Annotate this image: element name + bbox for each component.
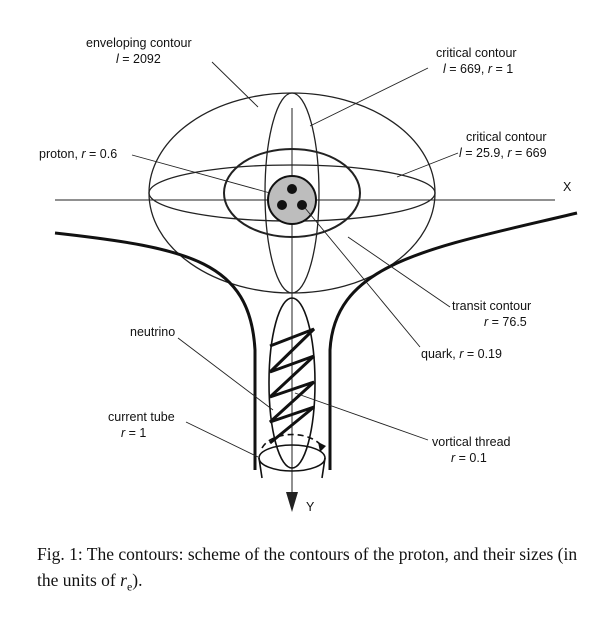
- quark-top: [287, 184, 297, 194]
- label-neutrino: neutrino: [130, 325, 175, 339]
- rotation-arrowhead: [318, 442, 326, 452]
- label-transit-name: transit contour: [452, 299, 531, 313]
- leader-critical-1: [309, 67, 429, 127]
- label-critical1-name: critical contour: [436, 46, 517, 60]
- label-critical1-value: l = 669, r = 1: [443, 62, 513, 76]
- critical-contour-vertical: [264, 92, 320, 294]
- label-proton: proton, r = 0.6: [39, 147, 117, 161]
- y-axis-arrowhead: [286, 492, 298, 512]
- tube-bottom-left-stub: [258, 457, 263, 479]
- current-tube-left-wall: [54, 231, 257, 470]
- leader-critical-2: [396, 152, 459, 178]
- leader-quark: [304, 207, 421, 348]
- transit-contour: [223, 148, 361, 238]
- label-enveloping-value: l = 2092: [116, 52, 161, 66]
- leader-current-tube: [185, 421, 259, 458]
- neutrino-capsule: [268, 297, 316, 469]
- label-vortical-thread-name: vortical thread: [432, 435, 511, 449]
- figure-caption: Fig. 1: The contours: scheme of the cont…: [37, 541, 582, 600]
- label-quark: quark, r = 0.19: [421, 347, 502, 361]
- tube-bottom-right-stub: [321, 457, 326, 479]
- leader-vortical-thread: [294, 392, 429, 441]
- label-enveloping-name: enveloping contour: [86, 36, 192, 50]
- quark-right: [297, 200, 307, 210]
- label-y-axis: Y: [306, 500, 315, 514]
- caption-tail: ).: [132, 570, 143, 590]
- proton-body: [267, 175, 317, 225]
- label-current-tube-name: current tube: [108, 410, 175, 424]
- quark-left: [277, 200, 287, 210]
- label-current-tube-value: r = 1: [121, 426, 146, 440]
- leader-proton: [131, 154, 271, 194]
- caption-lead: Fig. 1: The contours: scheme of the cont…: [37, 544, 578, 590]
- leader-transit: [347, 236, 451, 308]
- label-critical2-name: critical contour: [466, 130, 547, 144]
- label-vortical-thread-value: r = 0.1: [451, 451, 487, 465]
- proton-contours-diagram: enveloping contour l = 2092 critical con…: [39, 36, 578, 514]
- label-critical2-value: l = 25.9, r = 669: [459, 146, 547, 160]
- current-tube-right-wall: [328, 211, 578, 470]
- caption-subscript: e: [126, 579, 133, 594]
- caption-variable: r: [120, 570, 127, 590]
- label-x-axis: X: [563, 180, 572, 194]
- leader-neutrino: [177, 337, 274, 411]
- vortical-thread: [268, 327, 316, 445]
- leader-enveloping: [211, 61, 259, 108]
- label-transit-value: r = 76.5: [484, 315, 527, 329]
